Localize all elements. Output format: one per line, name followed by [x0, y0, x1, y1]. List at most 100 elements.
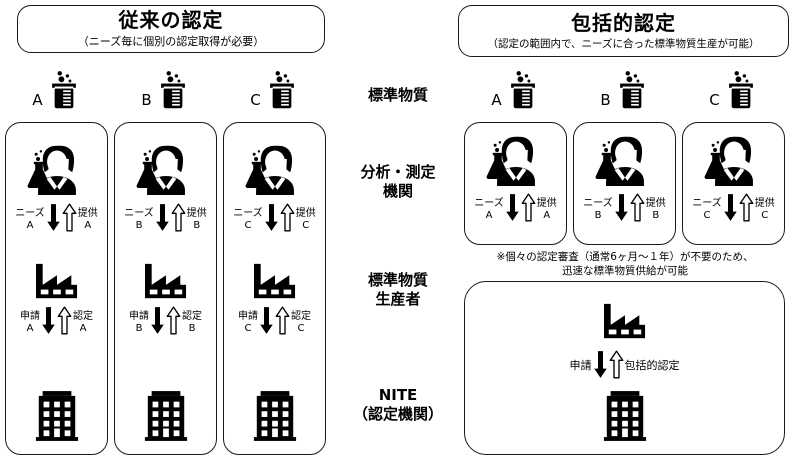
header-title-comprehensive: 包括的認定	[571, 10, 676, 35]
beaker-icon	[506, 69, 540, 114]
flow-left-A-apply-accredit-right-label-line2: A	[79, 322, 87, 334]
flow-left-C-apply-accredit-right-label-line1: 認定	[291, 311, 311, 322]
arrow-down-icon	[46, 203, 61, 236]
center-label-analysis-lab: 分析・測定 機関	[338, 163, 458, 201]
flow-right-apply-comprehensive-right-label-line1: 包括的認定	[624, 359, 680, 373]
beaker-group-right-B: B	[573, 62, 676, 114]
flow-right-B-needs-supply-left-label-line2: B	[594, 209, 602, 221]
flow-left-A-needs-supply-arrows	[46, 203, 77, 236]
flow-left-A-needs-supply-right-label-line1: 提供	[77, 208, 98, 219]
flow-right-A-needs-supply-right-label-line2: A	[543, 209, 551, 221]
flow-right-apply-comprehensive: 申請 包括的認定	[464, 350, 785, 383]
note-line2: 迅速な標準物質供給が可能	[562, 265, 688, 278]
arrow-down-icon	[150, 306, 165, 339]
flow-left-C-needs-supply-left-label-line1: ニーズ	[233, 208, 263, 219]
arrow-up-icon	[62, 203, 77, 236]
arrow-up-icon	[280, 203, 295, 236]
flow-left-A-apply-accredit-arrows	[41, 306, 72, 339]
flow-left-A-needs-supply-left-label-line2: A	[26, 219, 34, 231]
scientist-icon	[464, 130, 567, 186]
arrow-up-icon	[57, 306, 72, 339]
beaker-icon	[615, 69, 649, 114]
scientist-icon	[223, 136, 326, 198]
factory-icon	[464, 295, 785, 347]
scientist-icon	[5, 136, 108, 198]
arrow-up-icon	[171, 203, 186, 236]
flow-right-C-needs-supply-left-label-line1: ニーズ	[692, 198, 722, 209]
beaker-group-left-B: B	[114, 62, 217, 114]
scientist-icon	[573, 130, 676, 186]
center-label-nite-line2: （認定機関）	[352, 404, 443, 423]
header-subtitle-comprehensive: （認定の範囲内で、ニーズに合った標準物質生産が可能）	[487, 37, 760, 50]
flow-right-B-needs-supply-right-label-line1: 提供	[645, 198, 666, 209]
flow-right-apply-comprehensive-left-label-line1: 申請	[569, 359, 592, 373]
beaker-letter-left-C: C	[250, 91, 261, 109]
center-label-nite: NITE （認定機関）	[338, 386, 458, 424]
arrow-down-icon	[505, 193, 520, 226]
flow-left-C-apply-accredit-right-label-line2: C	[297, 322, 305, 334]
flow-right-C-needs-supply-right-label-line1: 提供	[754, 198, 775, 209]
note-line1: ※個々の認定審査（通常6ヶ月～１年）が不要のため、	[496, 251, 754, 263]
factory-icon	[5, 258, 108, 304]
flow-right-A-needs-supply-left-label-line2: A	[485, 209, 493, 221]
scientist-icon	[114, 136, 217, 198]
flow-right-C-needs-supply-left-label-line2: C	[703, 209, 711, 221]
flow-right-B-needs-supply-right-label-line2: B	[652, 209, 660, 221]
arrow-up-icon	[609, 350, 624, 383]
arrow-down-icon	[41, 306, 56, 339]
building-icon	[114, 385, 217, 447]
flow-right-apply-comprehensive-arrows	[593, 350, 624, 383]
note-comprehensive-benefit: ※個々の認定審査（通常6ヶ月～１年）が不要のため、迅速な標準物質供給が可能	[462, 250, 788, 278]
flow-left-C-needs-supply-arrows	[264, 203, 295, 236]
beaker-letter-left-B: B	[141, 91, 152, 109]
header-box-comprehensive: 包括的認定 （認定の範囲内で、ニーズに合った標準物質生産が可能）	[458, 5, 789, 57]
beaker-letter-right-B: B	[600, 91, 611, 109]
flow-left-C-needs-supply-right-label-line1: 提供	[295, 208, 316, 219]
arrow-down-icon	[259, 306, 274, 339]
center-label-analysis-lab-line1: 分析・測定	[360, 163, 436, 181]
flow-left-B-apply-accredit-right-label-line1: 認定	[182, 311, 202, 322]
beaker-icon	[156, 69, 190, 114]
beaker-icon	[724, 69, 758, 114]
arrow-down-icon	[723, 193, 738, 226]
arrow-down-icon	[593, 350, 608, 383]
arrow-down-icon	[155, 203, 170, 236]
factory-icon	[114, 258, 217, 304]
arrow-up-icon	[630, 193, 645, 226]
beaker-group-left-A: A	[5, 62, 108, 114]
flow-left-C-apply-accredit-left-label-line2: C	[244, 322, 252, 334]
flow-left-A-apply-accredit-right-label-line1: 認定	[73, 311, 93, 322]
flow-left-B-needs-supply-arrows	[155, 203, 186, 236]
flow-left-B-needs-supply-left-label-line2: B	[135, 219, 143, 231]
beaker-icon	[265, 69, 299, 114]
arrow-up-icon	[521, 193, 536, 226]
beaker-letter-right-C: C	[709, 91, 720, 109]
header-title-conventional: 従来の認定	[118, 8, 224, 33]
beaker-group-left-C: C	[223, 62, 326, 114]
flow-left-A-apply-accredit-left-label-line1: 申請	[20, 311, 40, 322]
beaker-group-right-C: C	[682, 62, 785, 114]
flow-right-A-needs-supply-left-label-line1: ニーズ	[474, 198, 504, 209]
header-box-conventional: 従来の認定 （ニーズ毎に個別の認定取得が必要）	[17, 5, 325, 53]
flow-left-B-needs-supply-right-label-line1: 提供	[186, 208, 207, 219]
flow-right-C-needs-supply-right-label-line2: C	[761, 209, 769, 221]
flow-left-C-needs-supply-right-label-line2: C	[302, 219, 310, 231]
center-label-reference-material: 標準物質	[367, 86, 428, 104]
